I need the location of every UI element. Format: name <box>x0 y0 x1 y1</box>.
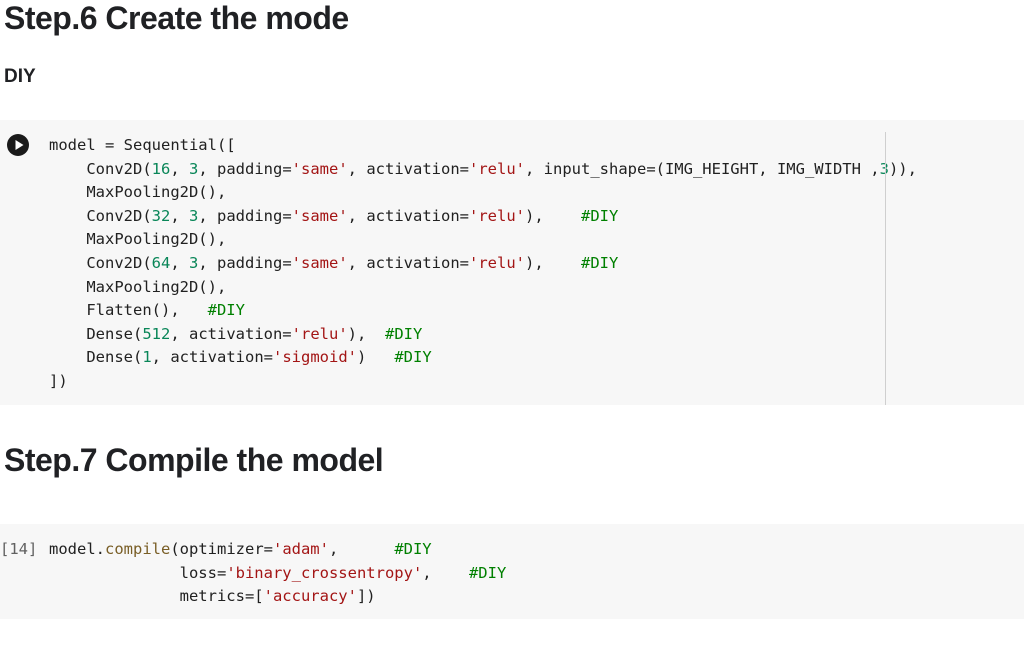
code-token: , <box>170 253 189 272</box>
code-token: ) <box>357 348 395 367</box>
code-token: )), <box>888 159 917 178</box>
code-token: , input_shape=(IMG_HEIGHT, IMG_WIDTH , <box>525 159 880 178</box>
code-token: ), <box>525 206 581 225</box>
code-token: , activation= <box>151 348 273 367</box>
code-token: 3 <box>880 160 889 178</box>
code-token: metrics=[ <box>49 587 264 606</box>
code-line: Flatten(), #DIY <box>49 299 917 323</box>
step6-subtitle: DIY <box>4 66 36 87</box>
code-token: ]) <box>49 371 68 390</box>
code-token: , activation= <box>170 324 292 343</box>
code-token: , padding= <box>198 159 292 178</box>
step6-heading: Step.6 Create the mode <box>4 0 349 36</box>
code-line: model.compile(optimizer='adam', #DIY <box>49 538 506 562</box>
code-token: Conv2D( <box>49 253 152 272</box>
code-token: 3 <box>189 206 199 225</box>
code-token: #DIY <box>207 301 245 320</box>
code-token: 'accuracy' <box>263 587 357 606</box>
code-token: Conv2D( <box>49 206 152 225</box>
code-token: 64 <box>151 253 171 272</box>
play-icon <box>15 140 24 150</box>
code-line: metrics=['accuracy']) <box>49 585 506 609</box>
code-token: MaxPooling2D(), <box>49 277 227 296</box>
code-cell-compile[interactable]: [14] model.compile(optimizer='adam', #DI… <box>0 524 1024 619</box>
code-token: #DIY <box>468 563 507 582</box>
code-token: model = Sequential([ <box>49 136 236 154</box>
code-token: model. <box>49 540 105 558</box>
code-token: , activation= <box>347 206 469 225</box>
code-line: MaxPooling2D(), <box>49 228 917 252</box>
code-token: MaxPooling2D(), <box>49 230 227 249</box>
code-token: #DIY <box>394 540 432 558</box>
code-token: , activation= <box>347 159 469 178</box>
code-token: , <box>422 563 469 582</box>
code-token: , padding= <box>198 206 292 225</box>
line-length-ruler <box>885 132 886 405</box>
code-token: #DIY <box>394 348 432 367</box>
code-line: Conv2D(32, 3, padding='same', activation… <box>49 205 917 229</box>
code-token: #DIY <box>581 253 619 272</box>
code-line: MaxPooling2D(), <box>49 181 917 205</box>
code-token: 'sigmoid' <box>273 348 357 367</box>
code-line: MaxPooling2D(), <box>49 276 917 300</box>
code-token: , <box>170 159 189 178</box>
code-token: 'same' <box>291 159 348 178</box>
code-token: Conv2D( <box>49 159 152 178</box>
code-editor[interactable]: model = Sequential([ Conv2D(16, 3, paddi… <box>49 134 917 394</box>
code-token: 'binary_crossentropy' <box>226 563 423 582</box>
code-token: 'relu' <box>469 206 525 225</box>
code-token: loss= <box>49 563 227 582</box>
code-token: Flatten(), <box>49 301 208 320</box>
code-token: 'same' <box>291 253 348 272</box>
code-line: Dense(512, activation='relu'), #DIY <box>49 323 917 347</box>
code-token: Dense( <box>49 324 143 343</box>
code-token: #DIY <box>581 206 619 225</box>
code-token: ]) <box>356 587 376 606</box>
run-cell-button[interactable] <box>7 134 29 156</box>
step7-heading: Step.7 Compile the model <box>4 442 384 478</box>
code-token: (optimizer= <box>170 540 273 558</box>
code-token: Dense( <box>49 348 143 367</box>
code-line: model = Sequential([ <box>49 134 917 158</box>
code-token: #DIY <box>384 324 423 343</box>
code-token: 'relu' <box>469 253 525 272</box>
code-token: 3 <box>189 159 199 178</box>
code-token: 'same' <box>291 206 348 225</box>
code-cell-model[interactable]: model = Sequential([ Conv2D(16, 3, paddi… <box>0 120 1024 405</box>
code-token: 512 <box>142 324 171 343</box>
code-token: compile <box>105 540 171 558</box>
code-token: , <box>328 540 395 558</box>
code-token: 3 <box>189 253 199 272</box>
code-token: 16 <box>151 159 171 178</box>
code-token: MaxPooling2D(), <box>49 183 227 202</box>
code-line: Conv2D(64, 3, padding='same', activation… <box>49 252 917 276</box>
execution-count: [14] <box>0 540 38 558</box>
code-token: , <box>170 206 189 225</box>
code-line: ]) <box>49 370 917 394</box>
code-line: Conv2D(16, 3, padding='same', activation… <box>49 158 917 182</box>
code-token: ), <box>525 253 581 272</box>
code-token: ), <box>347 324 385 343</box>
code-token: , padding= <box>198 253 292 272</box>
code-token: 'relu' <box>469 159 525 178</box>
code-token: 32 <box>151 206 171 225</box>
code-token: 'relu' <box>291 324 348 343</box>
code-line: Dense(1, activation='sigmoid') #DIY <box>49 346 917 370</box>
code-token: , activation= <box>347 253 469 272</box>
code-token: 'adam' <box>272 540 329 558</box>
code-editor[interactable]: model.compile(optimizer='adam', #DIY los… <box>49 538 506 609</box>
code-token: 1 <box>142 348 152 367</box>
code-line: loss='binary_crossentropy', #DIY <box>49 562 507 586</box>
